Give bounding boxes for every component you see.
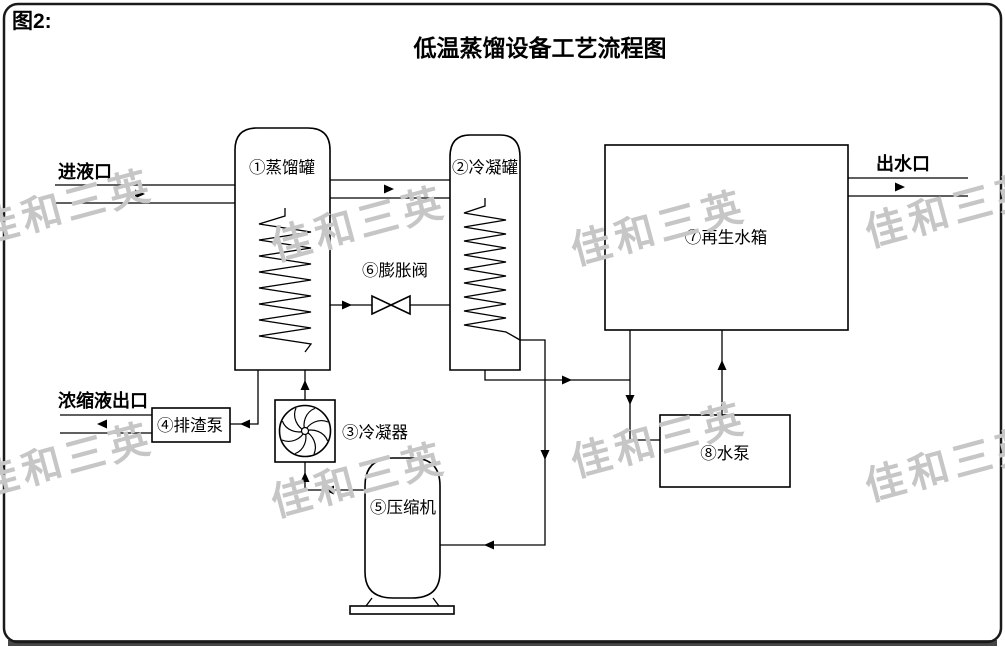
- outlet-pipe: [848, 177, 968, 197]
- water-pump: [659, 414, 791, 488]
- condensation-tank: [449, 134, 521, 371]
- flow-arrow-compressor-in: [484, 540, 494, 550]
- pump-suction-line: [629, 330, 660, 441]
- concentrate-outlet-label: 浓缩液出口: [58, 390, 148, 411]
- flow-arrow-compressor-out: [324, 485, 334, 495]
- flow-arrow-to-condenser: [300, 472, 310, 482]
- condenser-fan: [274, 399, 336, 463]
- fan-hub: [300, 426, 310, 436]
- condensate-line: [484, 370, 630, 381]
- heating-coil: [258, 208, 313, 353]
- expansion-valve-label: ⑥膨胀阀: [362, 261, 428, 280]
- slag-pump: [151, 407, 231, 443]
- distillation-tank-label: ①蒸馏罐: [249, 158, 315, 177]
- flow-arrow-pump-discharge: [717, 360, 727, 370]
- compressor: [349, 457, 455, 615]
- slag-pump-label: ④排渣泵: [157, 416, 223, 435]
- figure-label: 图2:: [12, 10, 52, 33]
- flow-arrow-vapor: [384, 184, 394, 194]
- diagram-title: 低温蒸馏设备工艺流程图: [413, 35, 667, 61]
- inlet-label: 进液口: [58, 161, 112, 182]
- flow-arrow-outlet: [895, 182, 905, 192]
- compressor-to-condenser-line: [304, 462, 365, 491]
- flow-arrow-to-slag-pump: [240, 419, 250, 429]
- valve-left-triangle: [371, 294, 393, 316]
- flow-arrows: [97, 182, 905, 550]
- condensation-tank-label: ②冷凝罐: [452, 158, 518, 177]
- distillation-tank: [234, 127, 331, 371]
- inlet-pipe: [55, 184, 235, 204]
- water-pump-label: ⑧水泵: [700, 444, 750, 463]
- valve-right-triangle: [389, 294, 411, 316]
- regen-water-tank: [604, 144, 849, 331]
- cooling-coil: [463, 198, 521, 341]
- outlet-label: 出水口: [876, 153, 930, 174]
- expansion-valve: [371, 294, 411, 316]
- compressor-label: ⑤压缩机: [370, 498, 437, 517]
- vapor-pipe: [330, 179, 450, 199]
- flow-arrow-pump-suction: [625, 395, 635, 405]
- concentrate-line: [230, 370, 259, 425]
- flow-arrow-refrigerant-down: [540, 450, 550, 460]
- flow-arrow-condenser-to-coil: [300, 380, 310, 390]
- flow-arrow-to-valve: [342, 300, 352, 310]
- condenser-label: ③冷凝器: [342, 423, 409, 442]
- concentrate-outlet-pipe: [60, 414, 152, 434]
- regen-water-tank-label: ⑦再生水箱: [685, 228, 768, 247]
- compressor-base: [349, 605, 455, 615]
- flow-arrow-concentrate-out: [97, 419, 107, 429]
- flow-arrow-inlet: [135, 189, 145, 199]
- flow-arrow-condensate: [562, 375, 572, 385]
